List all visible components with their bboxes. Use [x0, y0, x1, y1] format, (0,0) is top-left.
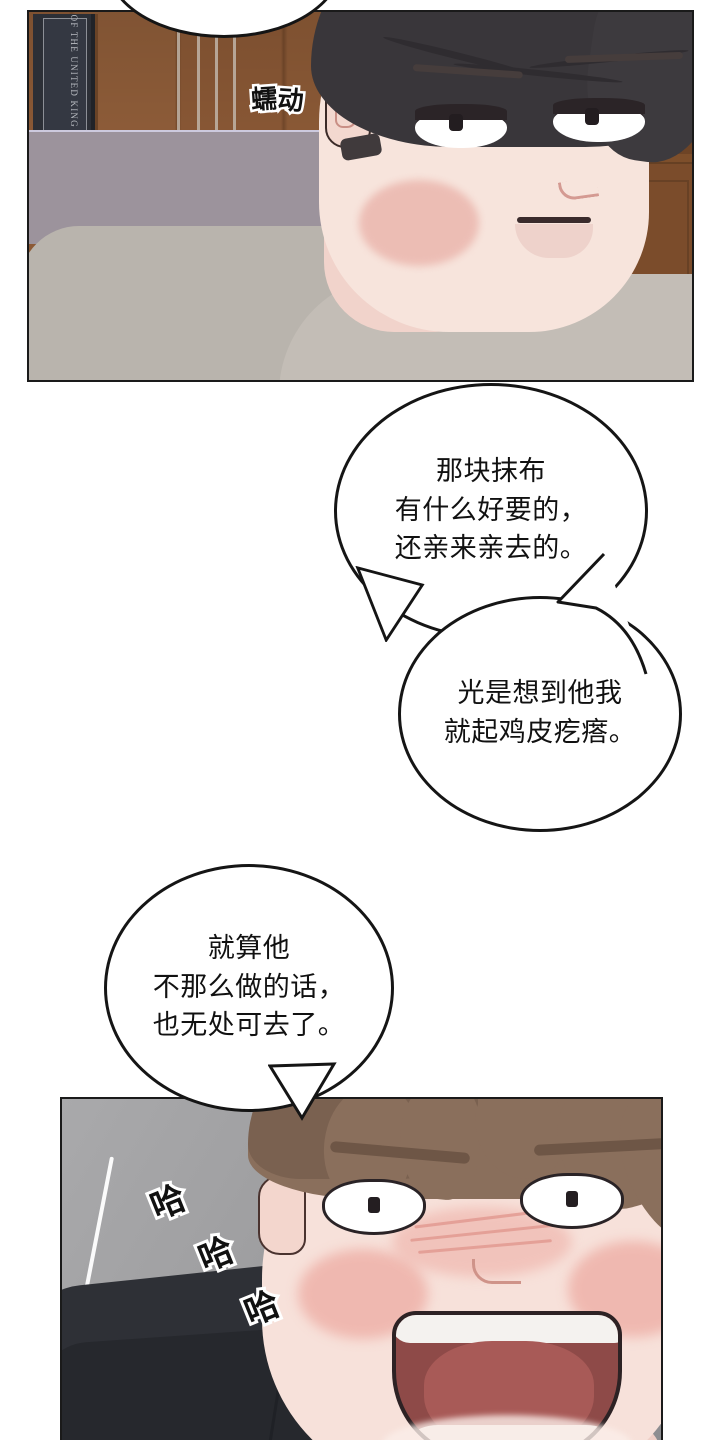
comic-panel-1: R OF THE UNITED KING — [27, 10, 694, 382]
speech-bubble-2-text: 光是想到他我 就起鸡皮疙瘩。 — [443, 678, 637, 748]
speech-bubble-3: 就算他 不那么做的话， 也无处可去了。 — [104, 864, 394, 1112]
panel1-pupil-right — [585, 108, 599, 125]
comic-panel-2: 哈 哈 哈 — [60, 1097, 663, 1440]
panel1-pupil-left — [449, 114, 463, 131]
panel1-eyelid-left — [415, 104, 507, 120]
panel1-book-spine-text: R OF THE UNITED KING — [69, 10, 79, 128]
sfx-char-ru: 蠕 — [248, 82, 282, 119]
panel1-mouth — [517, 217, 591, 223]
speech-bubble-3-tail — [268, 1062, 337, 1121]
panel1-wall-slat — [233, 12, 236, 152]
speech-bubble-2: 光是想到他我 就起鸡皮疙瘩。 — [398, 596, 682, 832]
panel1-book-frame-inner — [43, 18, 87, 132]
panel2-pupil-right — [566, 1191, 578, 1207]
panel1-wall-slat — [197, 12, 200, 162]
sfx-char-dong: 动 — [274, 83, 308, 120]
bubble-connector-notch — [556, 552, 648, 675]
panel1-wall-slat — [215, 12, 218, 172]
panel1-wall-slat — [177, 12, 180, 182]
panel2-pupil-left — [368, 1197, 380, 1213]
panel2-nose — [472, 1259, 521, 1284]
panel1-cheek-blush — [359, 180, 479, 266]
panel1-sfx-squirm: 蠕动 — [248, 76, 308, 120]
panel1-eyelid-right — [553, 98, 645, 114]
panel2-ear — [258, 1175, 306, 1255]
panel2-upper-teeth — [396, 1315, 618, 1343]
speech-bubble-3-text: 就算他 不那么做的话， 也无处可去了。 — [152, 932, 346, 1042]
speech-bubble-1-text: 那块抹布 有什么好要的， 还亲来亲去的。 — [394, 455, 588, 565]
panel1-book-frame: R OF THE UNITED KING — [33, 12, 98, 136]
panel1-pillow — [29, 132, 363, 244]
